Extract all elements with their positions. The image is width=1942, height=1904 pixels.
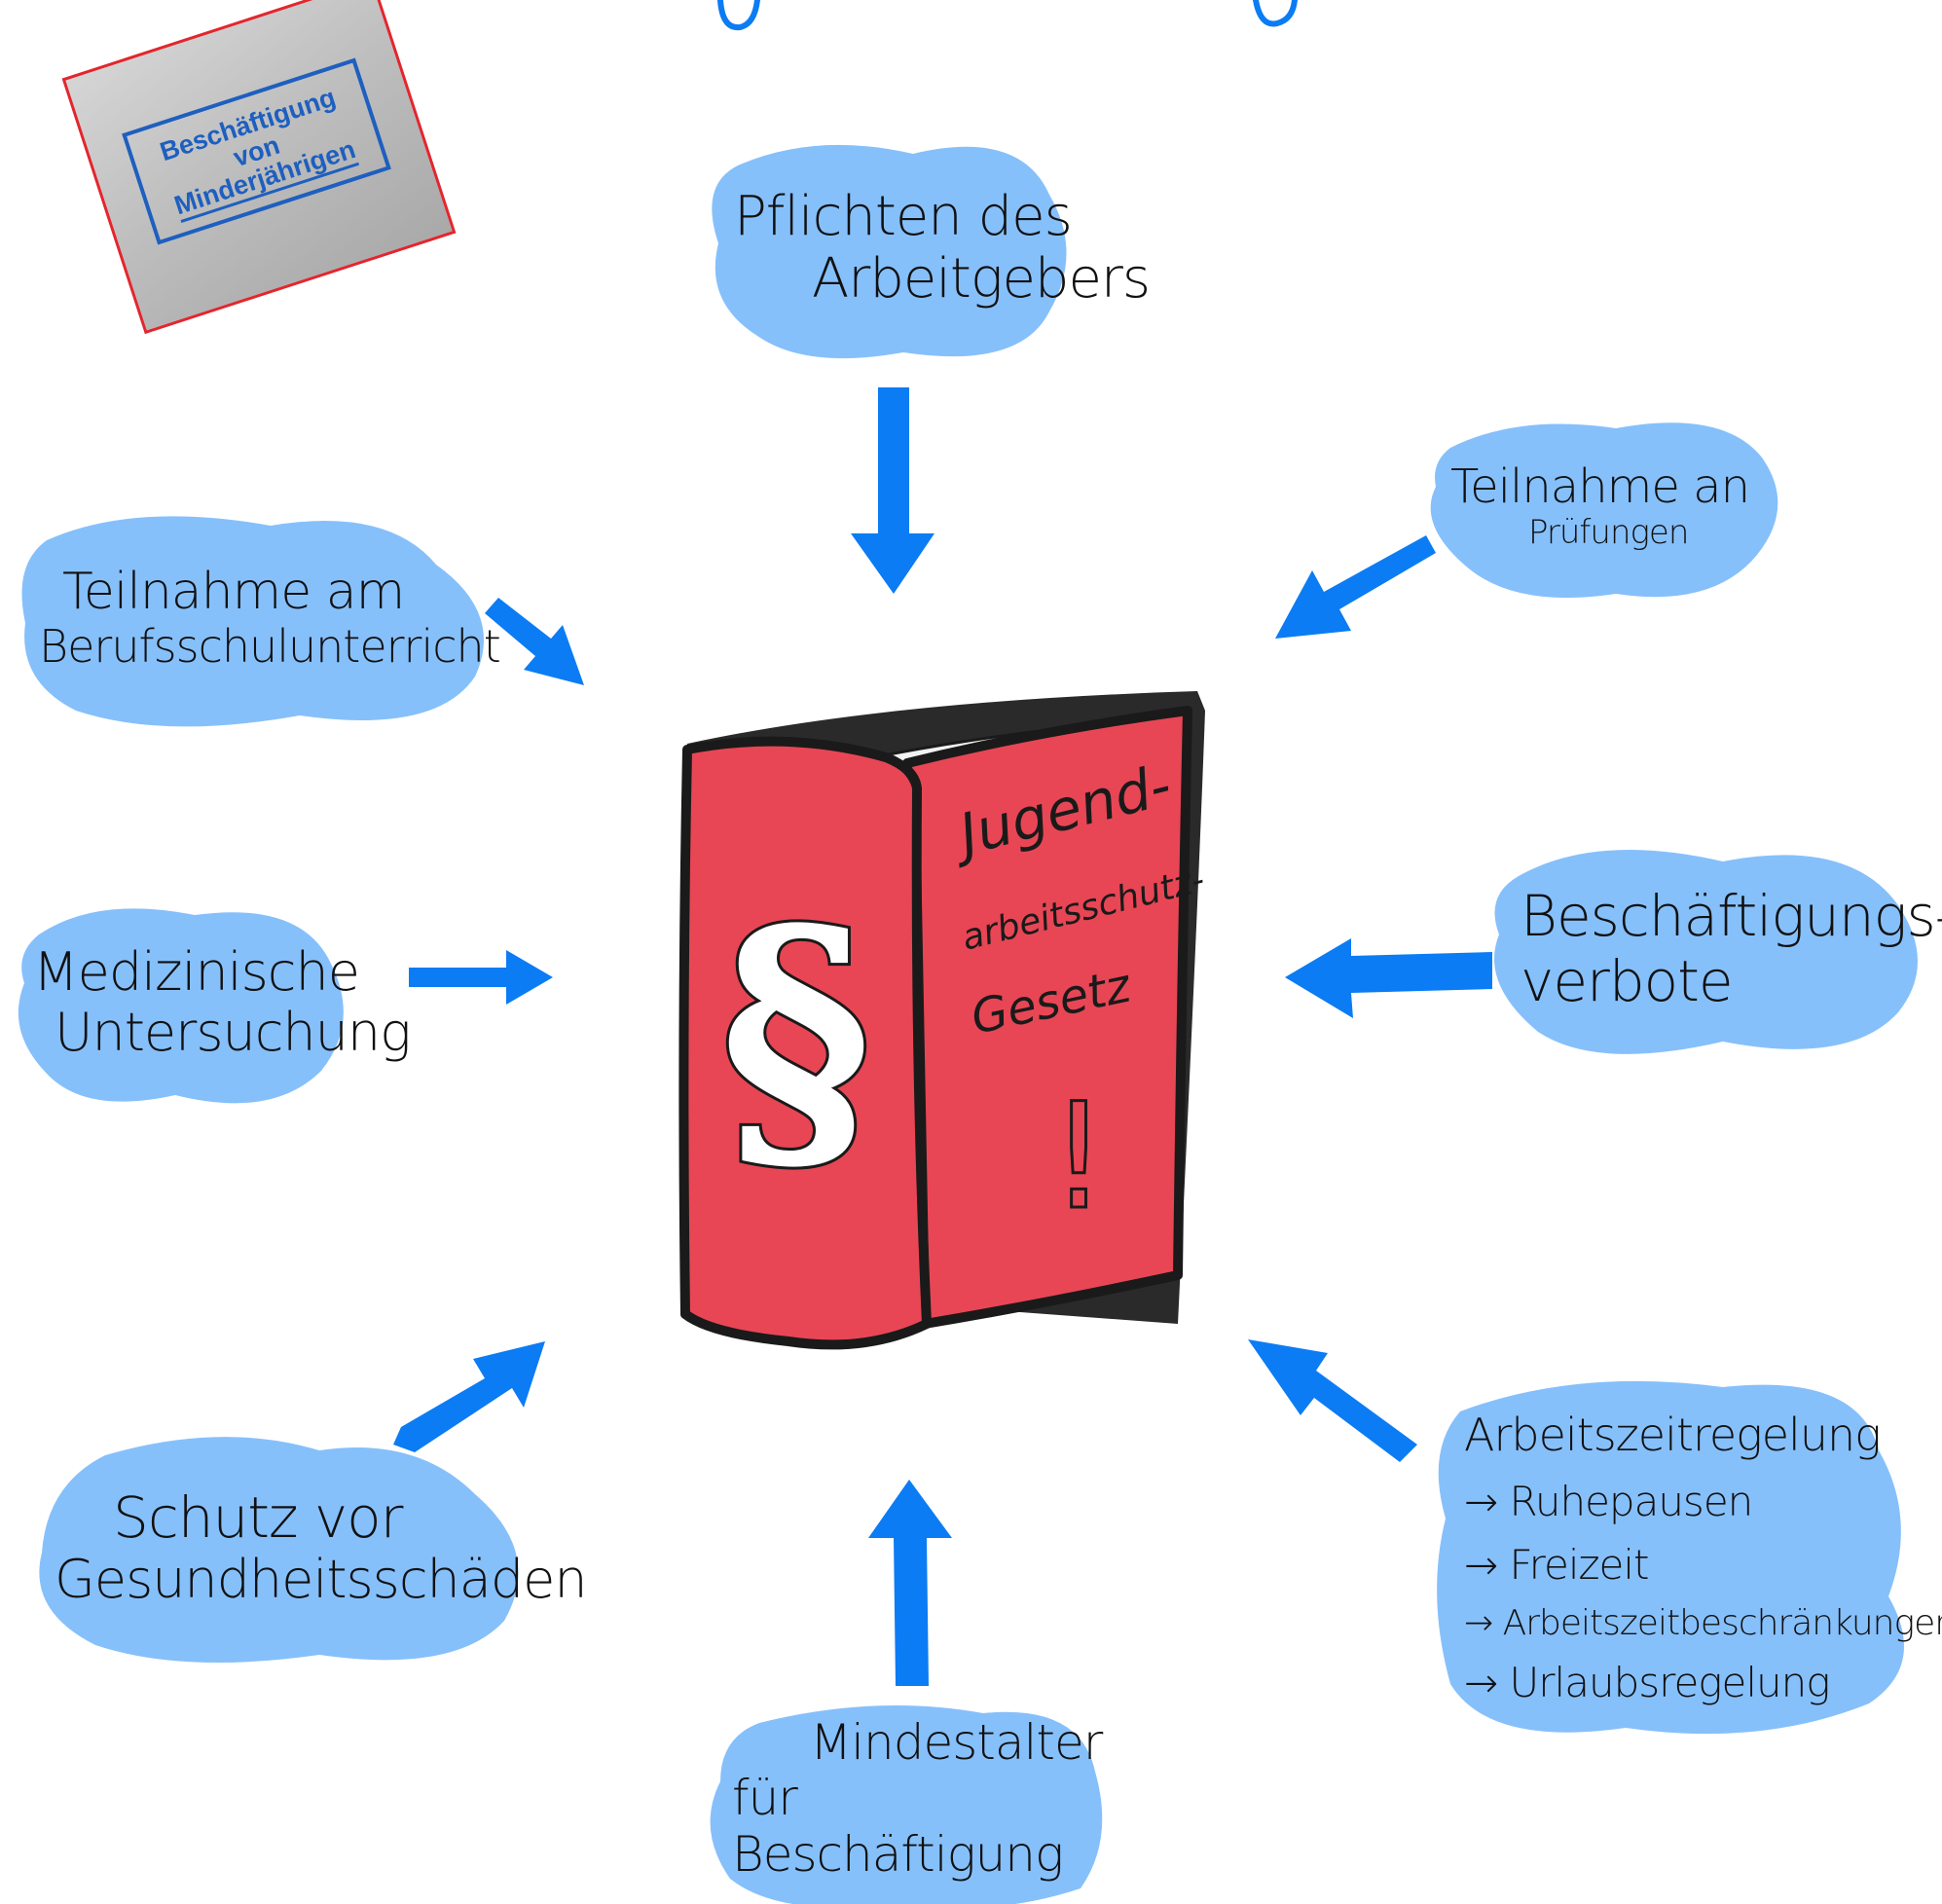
blob-shape <box>1494 850 1918 1054</box>
node-line: Medizinische <box>33 940 360 1003</box>
node-line: → Arbeitszeitbeschränkungen <box>1464 1603 1942 1644</box>
blob-shape <box>1430 422 1778 599</box>
arrow-up-from-mindestalter <box>868 1480 952 1686</box>
node-line: Arbeitgebers <box>812 247 1151 311</box>
node-line: für Beschäftigung <box>732 1770 1064 1883</box>
arrow-down-from-pflichten <box>851 387 934 594</box>
node-line: Berufsschulunterricht <box>39 620 501 674</box>
node-medizinische-untersuchung: Medizinische Untersuchung <box>10 896 411 1110</box>
node-line: Beschäftigungs- <box>1521 883 1942 950</box>
node-arbeitszeitregelung: Arbeitszeitregelung → Ruhepausen → Freiz… <box>1431 1373 1942 1742</box>
node-line: → Ruhepausen <box>1464 1478 1753 1526</box>
node-line: → Freizeit <box>1464 1541 1650 1590</box>
paragraph-symbol: § <box>720 864 873 1208</box>
node-mindestalter-fuer-beschaeftigung: Mindestalter für Beschäftigung <box>701 1694 1110 1904</box>
node-schutz-vor-gesundheitsschaeden: Schutz vor Gesundheitsschäden <box>27 1426 588 1669</box>
blob-shape <box>18 908 344 1104</box>
node-line: verbote <box>1521 948 1734 1014</box>
node-teilnahme-am-berufsschulunterricht: Teilnahme am Berufsschulunterricht <box>18 506 501 730</box>
title-fragment <box>717 0 1298 31</box>
blob-shape <box>710 1705 1103 1904</box>
node-line: Untersuchung <box>55 1002 411 1063</box>
blob-shape <box>712 144 1067 359</box>
node-line: → Urlaubsregelung <box>1464 1659 1830 1707</box>
stamp-logo: Beschäftigung von Minderjährigen <box>61 0 457 335</box>
stamp-label: Beschäftigung von Minderjährigen <box>122 57 391 245</box>
arrow-from-schutz <box>393 1341 545 1452</box>
node-line: Teilnahme am <box>62 562 405 621</box>
law-book: § Jugend- arbeitsschutz- Gesetz ! <box>678 691 1209 1350</box>
arrow-from-pruefungen <box>1275 535 1436 639</box>
node-teilnahme-an-pruefungen: Teilnahme an Prüfungen <box>1421 409 1781 604</box>
exclamation-mark: ! <box>1049 1073 1108 1242</box>
node-line: Pflichten des <box>734 184 1073 248</box>
node-beschaeftigungsverbote: Beschäftigungs- verbote <box>1480 837 1942 1061</box>
node-line: Arbeitszeitregelung <box>1464 1408 1882 1461</box>
blob-shape <box>21 516 485 727</box>
node-line: Gesundheitsschäden <box>55 1549 588 1611</box>
arrow-from-berufsschule <box>485 598 584 685</box>
blob-shape <box>39 1437 519 1663</box>
node-line: Schutz vor <box>113 1483 404 1551</box>
node-line: Mindestalter <box>810 1713 1103 1771</box>
node-line: Prüfungen <box>1528 513 1689 553</box>
blob-shape <box>1437 1380 1904 1735</box>
arrow-from-arbeitszeit <box>1248 1339 1417 1462</box>
arrow-from-medizinisch <box>409 950 553 1005</box>
node-line: Teilnahme an <box>1450 458 1750 514</box>
arrow-from-beschaeftigungsverbote <box>1285 938 1492 1018</box>
book-spine <box>678 736 932 1350</box>
node-pflichten-des-arbeitgebers: Pflichten des Arbeitgebers <box>699 136 1151 360</box>
